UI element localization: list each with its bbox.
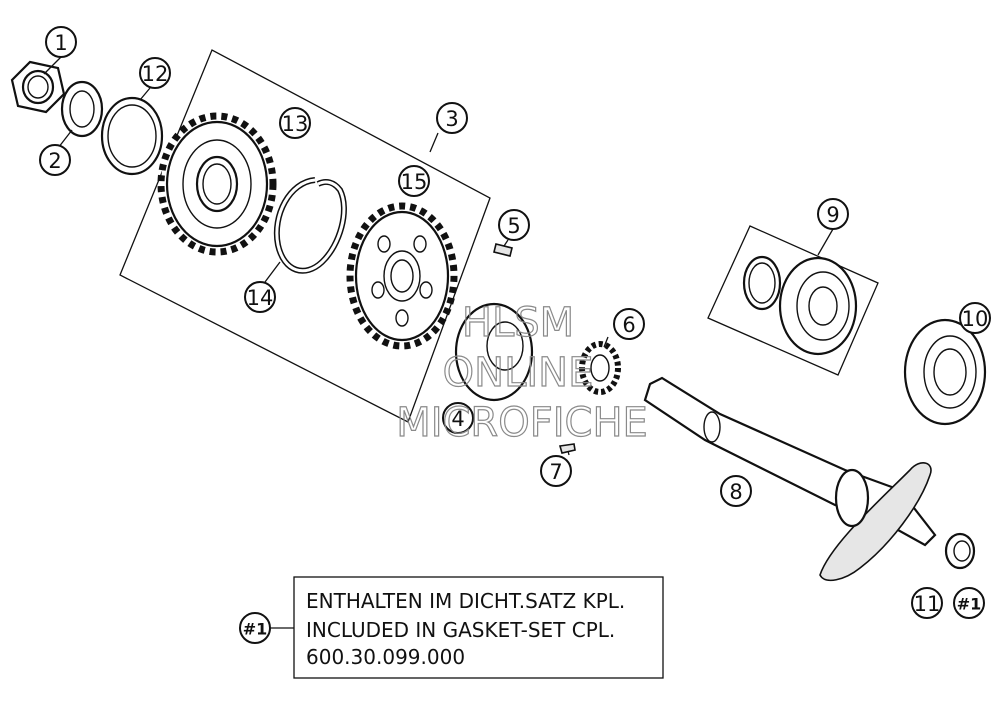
callout-15: 15 (398, 165, 430, 197)
callout-label: 4 (451, 407, 464, 431)
kit-9-outline (707, 225, 879, 376)
callout-2: 2 (39, 144, 71, 176)
note-box (293, 576, 664, 679)
callout-label: 1 (54, 31, 67, 55)
note-marker-label: #1 (243, 620, 268, 639)
callout-label: 13 (282, 112, 309, 136)
callout-label: 10 (962, 307, 989, 331)
balancer-shaft-part (643, 376, 937, 582)
note-line-1: ENTHALTEN IM DICHT.SATZ KPL. (306, 589, 625, 613)
watermark-line-1: HLSM (462, 300, 574, 346)
large-gear-part (157, 112, 277, 256)
callout-8: 8 (720, 475, 752, 507)
key-part-5 (493, 243, 513, 257)
callout-label: 2 (48, 149, 61, 173)
callout-label: 14 (247, 286, 274, 310)
callout-13: 13 (279, 107, 311, 139)
watermark-line-3: MICROFICHE (396, 400, 648, 446)
callout-7: 7 (540, 455, 572, 487)
callout-label: 3 (445, 107, 458, 131)
note-line-3: 600.30.099.000 (306, 645, 465, 669)
callout-5: 5 (498, 209, 530, 241)
callout-label: 8 (729, 480, 742, 504)
key-part-7 (558, 443, 576, 454)
hex-nut-part (10, 60, 66, 114)
callout-4: 4 (442, 402, 474, 434)
callout-label: 6 (622, 313, 635, 337)
callout-14: 14 (244, 281, 276, 313)
snap-ring-part (273, 177, 347, 274)
callout-3: 3 (436, 102, 468, 134)
callout-11: 11 (911, 587, 943, 619)
note-marker-circle (239, 612, 271, 644)
bearing-part-9 (742, 255, 858, 356)
callout-10: 10 (959, 302, 991, 334)
callout-6: 6 (613, 308, 645, 340)
callout-12: 12 (139, 57, 171, 89)
washer-part (60, 80, 104, 138)
callout-label: 12 (142, 62, 169, 86)
callout-label: 11 (914, 592, 941, 616)
callout-label: 9 (826, 203, 839, 227)
callout-label: 15 (401, 170, 428, 194)
watermark: HLSM ONLINE MICROFICHE (396, 299, 649, 446)
shim-ring-part (100, 96, 164, 176)
needle-bearing-part (944, 532, 976, 570)
ref-marker-1: #1 (953, 587, 985, 619)
ref-marker-label: #1 (957, 595, 982, 614)
callout-label: 5 (507, 214, 520, 238)
callout-9: 9 (817, 198, 849, 230)
perforated-gear-part (346, 202, 458, 350)
kit-3-outline (119, 49, 491, 423)
callout-label: 7 (549, 460, 562, 484)
roller-bearing-part (903, 318, 987, 426)
hub-part (454, 302, 534, 402)
watermark-line-2: ONLINE (443, 350, 594, 396)
small-gear-part (579, 341, 621, 395)
callout-1: 1 (45, 26, 77, 58)
kit-note: #1 ENTHALTEN IM DICHT.SATZ KPL. INCLUDED… (239, 576, 664, 679)
note-line-2: INCLUDED IN GASKET-SET CPL. (306, 618, 615, 642)
